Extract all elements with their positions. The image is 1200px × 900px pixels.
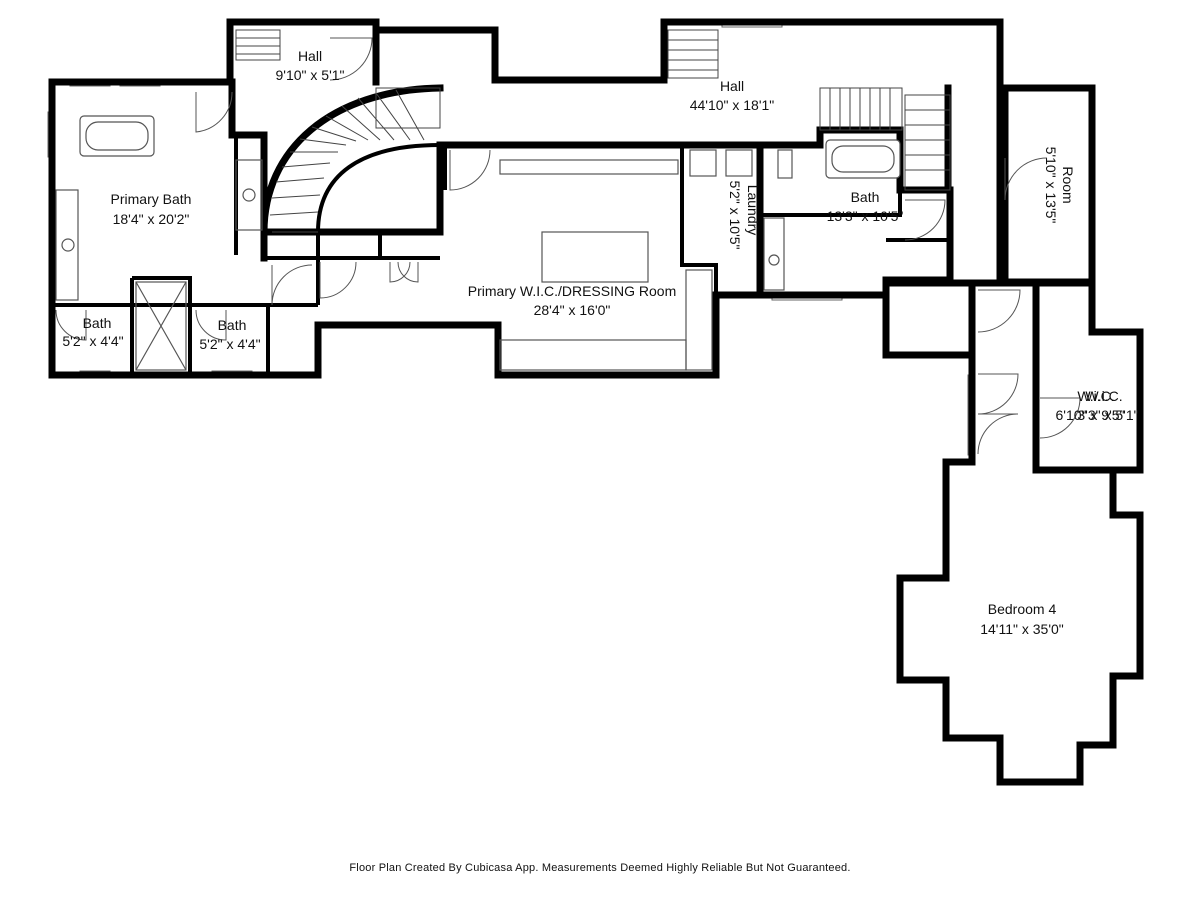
fixtures bbox=[55, 115, 901, 371]
room-name-room: Room bbox=[1060, 166, 1076, 203]
room-dims-hall-main: 44'10" x 18'1" bbox=[690, 97, 775, 113]
walls bbox=[48, 18, 1144, 786]
room-name-bath-mid: Bath bbox=[218, 317, 247, 333]
room-name-bedroom4: Bedroom 4 bbox=[988, 601, 1057, 617]
doors bbox=[55, 37, 1081, 455]
curved-staircase bbox=[260, 84, 444, 236]
room-name-wic-small: W.i.C. bbox=[1077, 388, 1114, 404]
room-labels: Hall 9'10" x 5'1" Hall 44'10" x 18'1" Pr… bbox=[62, 48, 1138, 637]
stairs bbox=[235, 29, 951, 191]
room-name-wic-primary: Primary W.I.C./DRESSING Room bbox=[468, 283, 676, 299]
room-dims-bath-center: 13'3" x 10'5" bbox=[827, 208, 904, 224]
room-dims-bedroom4: 14'11" x 35'0" bbox=[980, 621, 1064, 637]
room-dims-bath-mid: 5'2" x 4'4" bbox=[199, 336, 260, 352]
room-name-laundry: Laundry bbox=[745, 185, 761, 236]
room-dims-primary-bath: 18'4" x 20'2" bbox=[113, 211, 190, 227]
room-name-bath-center: Bath bbox=[851, 189, 880, 205]
disclaimer-footer: Floor Plan Created By Cubicasa App. Meas… bbox=[349, 862, 851, 874]
room-dims-wic-primary: 28'4" x 16'0" bbox=[534, 302, 611, 318]
room-name-primary-bath: Primary Bath bbox=[111, 191, 192, 207]
room-dims-bath-left: 5'2" x 4'4" bbox=[62, 333, 123, 349]
room-dims-wic-small: 6'10" x 9'5" bbox=[1056, 407, 1125, 423]
room-dims-laundry: 5'2" x 10'5" bbox=[727, 181, 743, 250]
room-name-hall-main: Hall bbox=[720, 78, 744, 94]
room-dims-wic-overlap: 3'3" x 5'1" bbox=[1077, 407, 1138, 423]
room-name-bath-left: Bath bbox=[83, 315, 112, 331]
room-name-wic-overlap: W.i.C. bbox=[1085, 388, 1122, 404]
room-dims-hall-small: 9'10" x 5'1" bbox=[276, 67, 345, 83]
room-dims-room: 5'10" x 13'5" bbox=[1043, 147, 1059, 224]
room-name-hall-small: Hall bbox=[298, 48, 322, 64]
